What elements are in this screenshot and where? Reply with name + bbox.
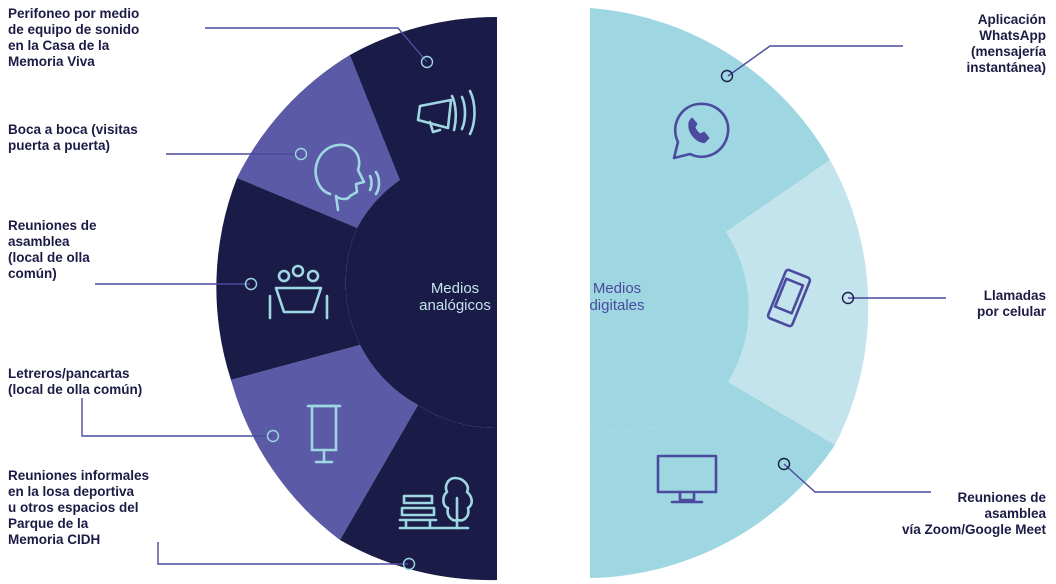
- speaking-head-icon: [314, 143, 381, 212]
- dot-zoom: [777, 457, 791, 471]
- whatsapp-icon: [672, 102, 730, 160]
- segment-whatsapp: [590, 8, 830, 232]
- segment-letreros: [231, 345, 418, 540]
- right-inner-core: [590, 182, 749, 432]
- dot-reuniones-informales: [402, 557, 416, 571]
- dot-reuniones-asamblea: [244, 277, 258, 291]
- dot-boca-a-boca: [294, 147, 308, 161]
- label-letreros: Letreros/pancartas (local de olla común): [8, 366, 143, 397]
- center-label-analog: Medios analógicos: [419, 280, 491, 314]
- center-label-digital: Medios digitales: [589, 280, 645, 314]
- segment-zoom: [590, 382, 835, 578]
- label-reuniones-informales: Reuniones informales en la losa deportiv…: [8, 468, 150, 547]
- label-llamadas: Llamadas por celular: [976, 288, 1046, 319]
- connector-dots: [244, 55, 855, 571]
- connector-whatsapp: [727, 45, 903, 77]
- left-inner-core: [345, 180, 497, 429]
- connector-perifoneo: [205, 27, 428, 63]
- connectors: [81, 27, 946, 565]
- dot-letreros: [266, 429, 280, 443]
- label-zoom: Reuniones de asamblea vía Zoom/Google Me…: [901, 490, 1046, 537]
- label-boca-a-boca: Boca a boca (visitas puerta a puerta): [8, 122, 138, 153]
- park-bench-tree-icon: [398, 476, 473, 530]
- label-whatsapp: Aplicación WhatsApp (mensajería instantá…: [966, 12, 1046, 75]
- banner-stand-icon: [306, 404, 342, 464]
- segment-reuniones-informales: [340, 405, 497, 581]
- monitor-icon: [656, 454, 718, 504]
- connector-letreros: [81, 398, 272, 437]
- dot-whatsapp: [720, 69, 734, 83]
- label-perifoneo: Perifoneo por medio de equipo de sonido …: [8, 6, 140, 69]
- mobile-phone-icon: [766, 268, 812, 328]
- left-half: [216, 16, 497, 581]
- connector-reuniones-informales: [157, 542, 408, 565]
- connector-zoom: [783, 463, 931, 493]
- label-reuniones-asamblea: Reuniones de asamblea (local de olla com…: [8, 218, 97, 281]
- segment-boca-a-boca: [237, 55, 400, 228]
- meeting-table-icon: [268, 264, 329, 320]
- megaphone-icon: [416, 89, 476, 136]
- dot-llamadas: [841, 291, 855, 305]
- dot-perifoneo: [420, 55, 434, 69]
